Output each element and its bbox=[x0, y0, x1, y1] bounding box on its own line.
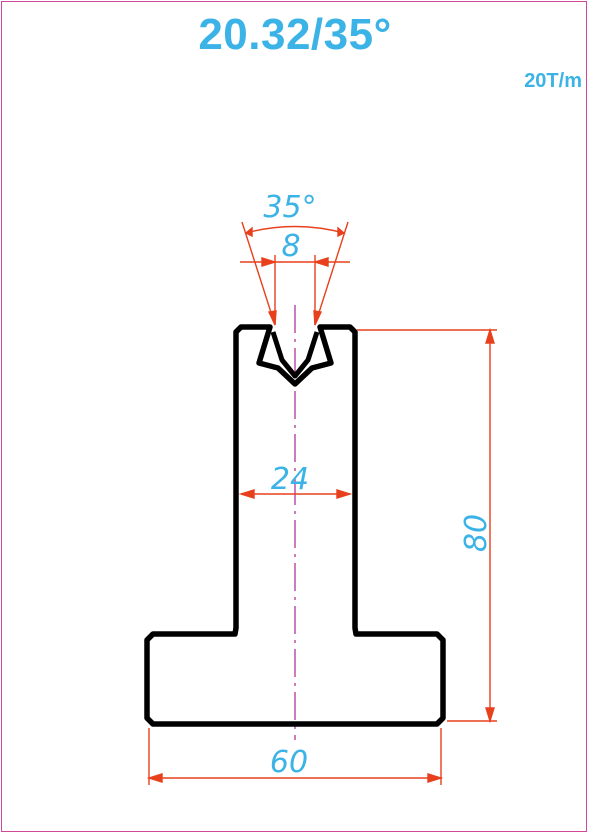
angle-label: 35° bbox=[263, 190, 316, 225]
die-outline bbox=[144, 324, 446, 727]
tonnage-label: 20T/m bbox=[524, 70, 582, 92]
height-dimension bbox=[357, 327, 497, 724]
angle-dimension bbox=[241, 221, 349, 326]
die-title: 20.32/35° bbox=[198, 10, 392, 59]
v-groove bbox=[270, 331, 320, 379]
base-dimension bbox=[146, 728, 444, 785]
v-opening-label: 8 bbox=[281, 229, 300, 264]
v-opening-dimension bbox=[240, 255, 350, 325]
base-label: 60 bbox=[270, 745, 308, 780]
width-label: 24 bbox=[271, 462, 309, 497]
height-label: 80 bbox=[459, 514, 494, 552]
width-dimension bbox=[238, 489, 353, 499]
